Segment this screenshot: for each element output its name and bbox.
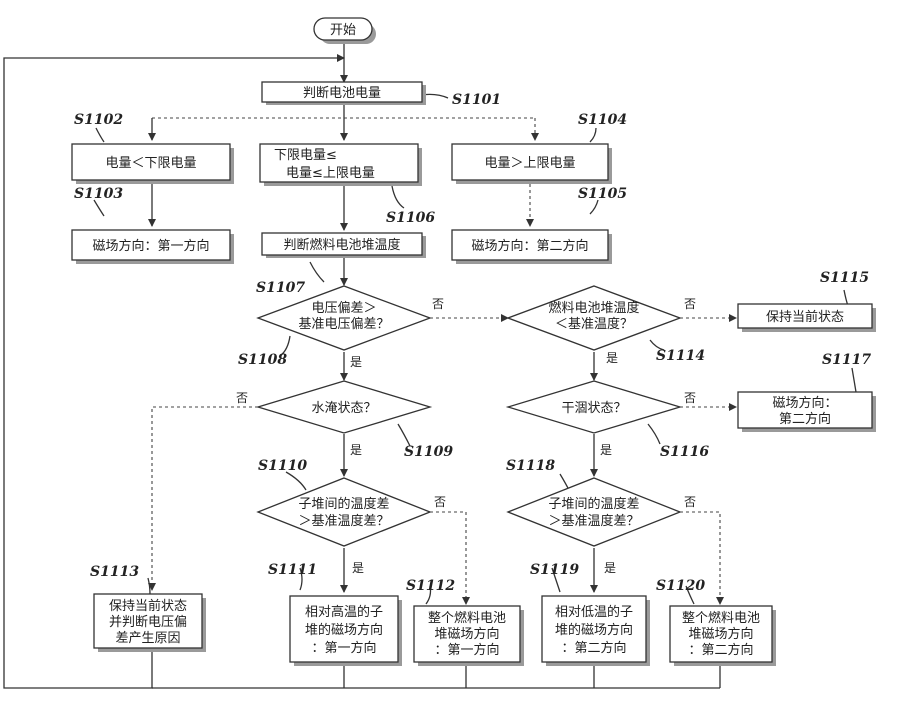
diamond-temp: 燃料电池堆温度 ＜基准温度？ <box>508 286 680 350</box>
field-second-2-l2: 第二方向 <box>779 411 831 427</box>
diff-low-l1: 子堆间的温度差 <box>548 496 639 512</box>
judge-temp-text: 判断燃料电池堆温度 <box>283 237 400 253</box>
label-s1108: S1108 <box>238 352 287 368</box>
s1111-l1: 相对高温的子 <box>305 604 383 620</box>
no-label-dry: 否 <box>684 391 696 405</box>
label-s1117: S1117 <box>822 352 871 368</box>
box-judge-temp: 判断燃料电池堆温度 <box>262 233 426 258</box>
diff-low-l2: ＞基准温度差？ <box>548 513 639 529</box>
no-label-diff-high: 否 <box>434 495 446 509</box>
yes-label-diff-low: 是 <box>604 561 616 575</box>
start-label: 开始 <box>330 23 356 38</box>
diff-high-l2: ＞基准温度差？ <box>298 513 389 529</box>
s1120-l2: 堆磁场方向 <box>688 626 753 642</box>
s1113-l3: 差产生原因 <box>115 631 180 646</box>
box-s1119: 相对低温的子 堆的磁场方向 ：第二方向 <box>542 596 650 666</box>
yes-label-diff-high: 是 <box>352 561 364 575</box>
s1119-l1: 相对低温的子 <box>555 604 633 620</box>
label-s1119: S1119 <box>530 562 579 578</box>
no-label-temp: 否 <box>684 297 696 311</box>
label-s1118: S1118 <box>506 458 555 474</box>
diamond-diff-high: 子堆间的温度差 ＞基准温度差？ <box>258 478 430 546</box>
box-s1120: 整个燃料电池 堆磁场方向 ：第二方向 <box>670 606 776 666</box>
label-s1106: S1106 <box>386 210 435 226</box>
s1113-l2: 并判断电压偏 <box>109 615 187 630</box>
box-keep-state: 保持当前状态 <box>738 304 876 332</box>
box-s1111: 相对高温的子 堆的磁场方向 ：第一方向 <box>290 596 402 666</box>
label-s1114: S1114 <box>656 348 705 364</box>
s1111-l2: 堆的磁场方向 <box>305 622 383 638</box>
label-s1113: S1113 <box>90 564 139 580</box>
s1112-l1: 整个燃料电池 <box>428 610 506 626</box>
label-s1102: S1102 <box>74 112 123 128</box>
diamond-diff-low: 子堆间的温度差 ＞基准温度差？ <box>508 478 680 546</box>
box-mid-charge: 下限电量≤ 电量≤上限电量 <box>260 144 422 186</box>
no-label-voltage: 否 <box>432 297 444 311</box>
flood-text: 水淹状态？ <box>311 401 376 416</box>
label-s1112: S1112 <box>406 578 455 594</box>
field-second-2-l1: 磁场方向： <box>772 395 837 411</box>
dry-text: 干涸状态？ <box>561 401 626 416</box>
label-s1115: S1115 <box>820 270 869 286</box>
box-field-first: 磁场方向：第一方向 <box>72 230 234 264</box>
s1112-l2: 堆磁场方向 <box>434 626 499 642</box>
mid-charge-text-2: 电量≤上限电量 <box>286 166 375 181</box>
field-first-text: 磁场方向：第一方向 <box>92 238 209 254</box>
label-s1109: S1109 <box>404 444 453 460</box>
label-s1104: S1104 <box>578 112 627 128</box>
label-s1110: S1110 <box>258 458 307 474</box>
box-judge-charge: 判断电池电量 <box>262 82 426 105</box>
box-high-charge: 电量＞上限电量 <box>452 144 612 184</box>
diamond-dry: 干涸状态？ <box>508 381 680 433</box>
yes-label-dry: 是 <box>600 443 612 457</box>
box-s1113: 保持当前状态 并判断电压偏 差产生原因 <box>94 594 206 652</box>
voltage-l1: 电压偏差＞ <box>311 301 376 316</box>
keep-state-text: 保持当前状态 <box>766 309 844 325</box>
label-s1101: S1101 <box>452 92 501 108</box>
field-second-text: 磁场方向：第二方向 <box>471 238 588 254</box>
s1119-l3: ：第二方向 <box>561 640 626 656</box>
box-field-second-2: 磁场方向： 第二方向 <box>738 392 876 432</box>
s1120-l3: ：第二方向 <box>688 642 753 658</box>
judge-charge-text: 判断电池电量 <box>303 86 381 101</box>
label-s1105: S1105 <box>578 186 627 202</box>
temp-l1: 燃料电池堆温度 <box>548 300 639 316</box>
mid-charge-text-1: 下限电量≤ <box>274 148 337 163</box>
temp-l2: ＜基准温度？ <box>555 316 633 332</box>
start-terminal: 开始 <box>314 18 376 44</box>
high-charge-text: 电量＞上限电量 <box>484 156 575 171</box>
s1112-l3: ：第一方向 <box>434 642 499 658</box>
s1119-l2: 堆的磁场方向 <box>555 622 633 638</box>
diamond-flood: 水淹状态？ <box>258 381 430 433</box>
s1111-l3: ：第一方向 <box>311 640 376 656</box>
diff-high-l1: 子堆间的温度差 <box>298 496 389 512</box>
box-field-second: 磁场方向：第二方向 <box>452 230 612 264</box>
label-s1116: S1116 <box>660 444 709 460</box>
label-s1111: S1111 <box>268 562 317 578</box>
label-s1107: S1107 <box>256 280 305 296</box>
s1120-l1: 整个燃料电池 <box>682 610 760 626</box>
yes-label-temp: 是 <box>606 351 618 365</box>
voltage-l2: 基准电压偏差？ <box>298 317 389 332</box>
no-label-diff-low: 否 <box>684 495 696 509</box>
label-s1103: S1103 <box>74 186 123 202</box>
low-charge-text: 电量＜下限电量 <box>105 156 196 171</box>
yes-label-voltage: 是 <box>350 355 362 369</box>
box-s1112: 整个燃料电池 堆磁场方向 ：第一方向 <box>414 606 524 666</box>
label-s1120: S1120 <box>656 578 705 594</box>
s1113-l1: 保持当前状态 <box>109 598 187 614</box>
no-label-flood: 否 <box>236 391 248 405</box>
box-low-charge: 电量＜下限电量 <box>72 144 234 184</box>
yes-label-flood: 是 <box>350 443 362 457</box>
